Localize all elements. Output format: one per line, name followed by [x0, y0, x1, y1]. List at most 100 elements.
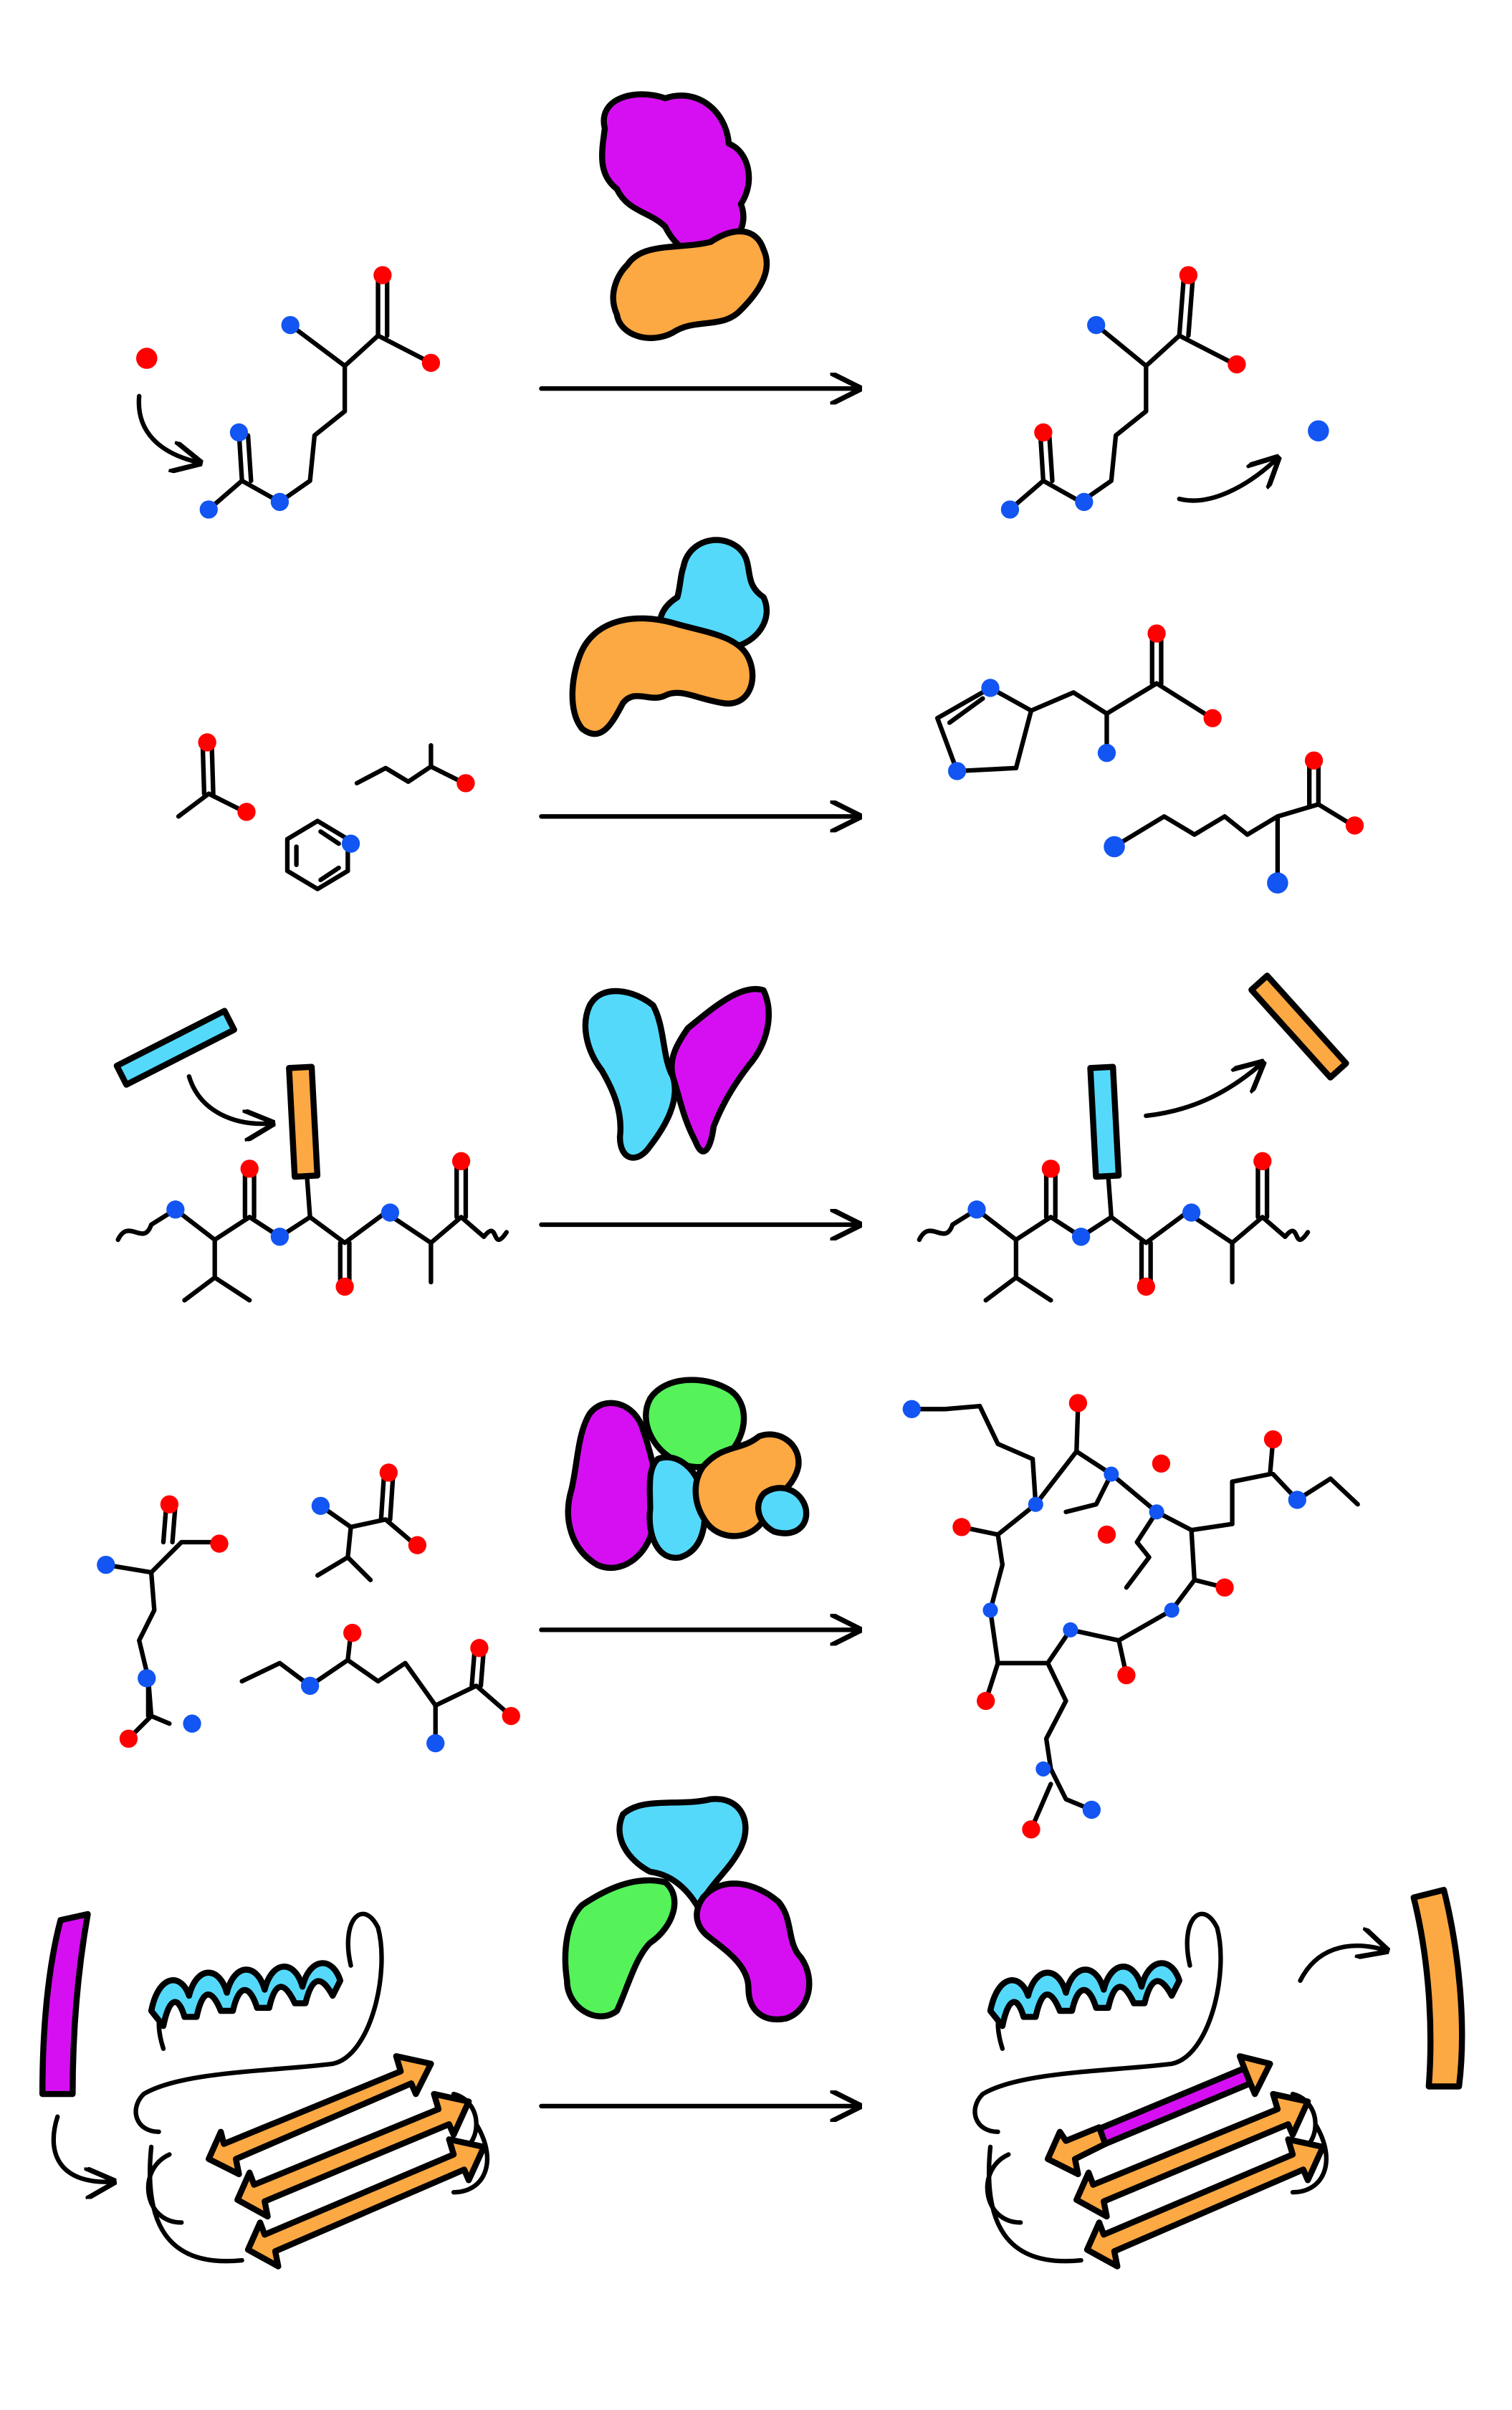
- bond: [305, 1174, 312, 1220]
- curved-arrow: [51, 2114, 114, 2182]
- enzyme-3: [582, 986, 772, 1161]
- oxygen-atom: [135, 348, 158, 369]
- curved-arrow: [186, 1074, 272, 1124]
- nitrogen-atom: [1149, 1504, 1164, 1520]
- nitrogen-atom: [311, 1496, 330, 1516]
- products-2: [935, 624, 1364, 894]
- beta-strand: [1073, 2090, 1311, 2220]
- molecule-bonds: [1028, 681, 1212, 719]
- macrocycle-ring: [987, 1449, 1197, 1665]
- oxygen-atom: [237, 803, 256, 821]
- nitrogen-atom: [981, 679, 1000, 697]
- nitrogen-atom: [97, 1555, 115, 1574]
- curved-arrow: [1298, 1946, 1387, 1983]
- oxygen-atom: [1041, 1159, 1061, 1178]
- nitrogen-atom: [947, 762, 967, 780]
- oxygen-atom: [502, 1706, 520, 1726]
- bond: [1106, 1174, 1114, 1220]
- product-1: [1000, 266, 1329, 519]
- orange-side-chain: [286, 1063, 321, 1180]
- nitrogen-atom: [1035, 1761, 1051, 1777]
- nitrogen-atom: [426, 1734, 445, 1753]
- oxygen-atom: [977, 1691, 995, 1711]
- nitrogen-atom: [281, 315, 300, 335]
- cyan-subunit: [646, 1454, 708, 1561]
- enzyme-5: [562, 1796, 813, 2022]
- bond: [1047, 433, 1055, 484]
- nitrogen-atom: [300, 1676, 320, 1696]
- bond: [245, 433, 254, 484]
- protein-fold-product: [972, 1887, 1465, 2270]
- reaction-3: [113, 972, 1349, 1303]
- oxygen-atom: [1068, 1394, 1088, 1412]
- cyan-subunit: [657, 537, 770, 652]
- magenta-subunit: [565, 1400, 660, 1571]
- bond: [288, 322, 348, 368]
- alpha-helix: [148, 1960, 344, 2029]
- nitrogen-atom: [902, 1400, 921, 1418]
- enzyme-1: [599, 91, 770, 341]
- reaction-2: [176, 537, 1364, 894]
- bond: [182, 1275, 252, 1303]
- oxygen-atom: [335, 1277, 354, 1296]
- cyan-subunit-small: [755, 1485, 810, 1536]
- orange-side-chain-released: [1248, 972, 1349, 1081]
- reaction-4: [97, 1377, 1360, 1839]
- reactants-3: [113, 1008, 509, 1303]
- nitrogen-atom: [1104, 1466, 1119, 1482]
- imidazole-ring: [935, 685, 1034, 774]
- nitrogen-atom: [270, 492, 290, 512]
- molecule-bonds: [1111, 802, 1356, 849]
- orange-strand-released: [1410, 1887, 1465, 2090]
- bond: [200, 741, 207, 796]
- oxygen-atom: [1263, 1430, 1283, 1449]
- oxygen-atom: [952, 1518, 971, 1536]
- oxygen-atom: [343, 1623, 362, 1642]
- oxygen-atom: [160, 1495, 179, 1514]
- cyan-side-chain: [1087, 1063, 1122, 1180]
- oxygen-atom: [1228, 355, 1246, 374]
- bond: [209, 741, 216, 796]
- oxygen-atom: [210, 1534, 229, 1553]
- bond: [378, 1471, 387, 1522]
- oxygen-atom: [379, 1463, 398, 1482]
- cyclic-peptide-product: [902, 1394, 1360, 1839]
- bond: [1063, 1471, 1114, 1514]
- reactants-4: [97, 1463, 520, 1753]
- nitrogen-atom: [381, 1203, 400, 1222]
- beta-strand: [244, 2136, 487, 2270]
- cyan-subunit: [582, 988, 678, 1161]
- bond: [1094, 322, 1149, 368]
- nitrogen-atom: [1087, 315, 1106, 335]
- nitrogen-atom: [1063, 1622, 1078, 1637]
- green-subunit: [562, 1877, 678, 2019]
- oxygen-atom: [198, 733, 216, 752]
- cyan-side-chain: [113, 1008, 237, 1088]
- nitrogen-atom: [270, 1228, 290, 1246]
- orange-subunit: [610, 228, 770, 341]
- nitrogen-atom: [982, 1602, 998, 1618]
- oxygen-atom: [1345, 816, 1364, 835]
- magenta-strand: [39, 1911, 91, 2098]
- curved-arrow: [1144, 1063, 1262, 1119]
- curved-arrow: [1177, 458, 1278, 503]
- oxygen-atom: [1215, 1578, 1234, 1597]
- enzyme-4: [565, 1377, 810, 1571]
- oxygen-atom: [470, 1639, 489, 1658]
- reaction-1: [135, 91, 1329, 519]
- nitrogen-atom: [1164, 1602, 1180, 1618]
- molecule-bonds: [1008, 333, 1235, 512]
- bond: [318, 829, 341, 846]
- products-3: [917, 972, 1349, 1303]
- oxygen-atom: [240, 1159, 259, 1178]
- bond: [909, 1403, 1038, 1507]
- oxygen-atom: [421, 353, 441, 373]
- oxygen-atom: [1022, 1820, 1040, 1839]
- bond: [148, 1713, 172, 1726]
- reactant-1: [135, 266, 441, 519]
- bond: [1043, 1660, 1094, 1812]
- oxygen-atom: [1304, 751, 1324, 770]
- oxygen-atom: [1253, 1152, 1272, 1170]
- loop: [972, 1911, 1329, 2264]
- nitrogen-atom: [1182, 1203, 1201, 1222]
